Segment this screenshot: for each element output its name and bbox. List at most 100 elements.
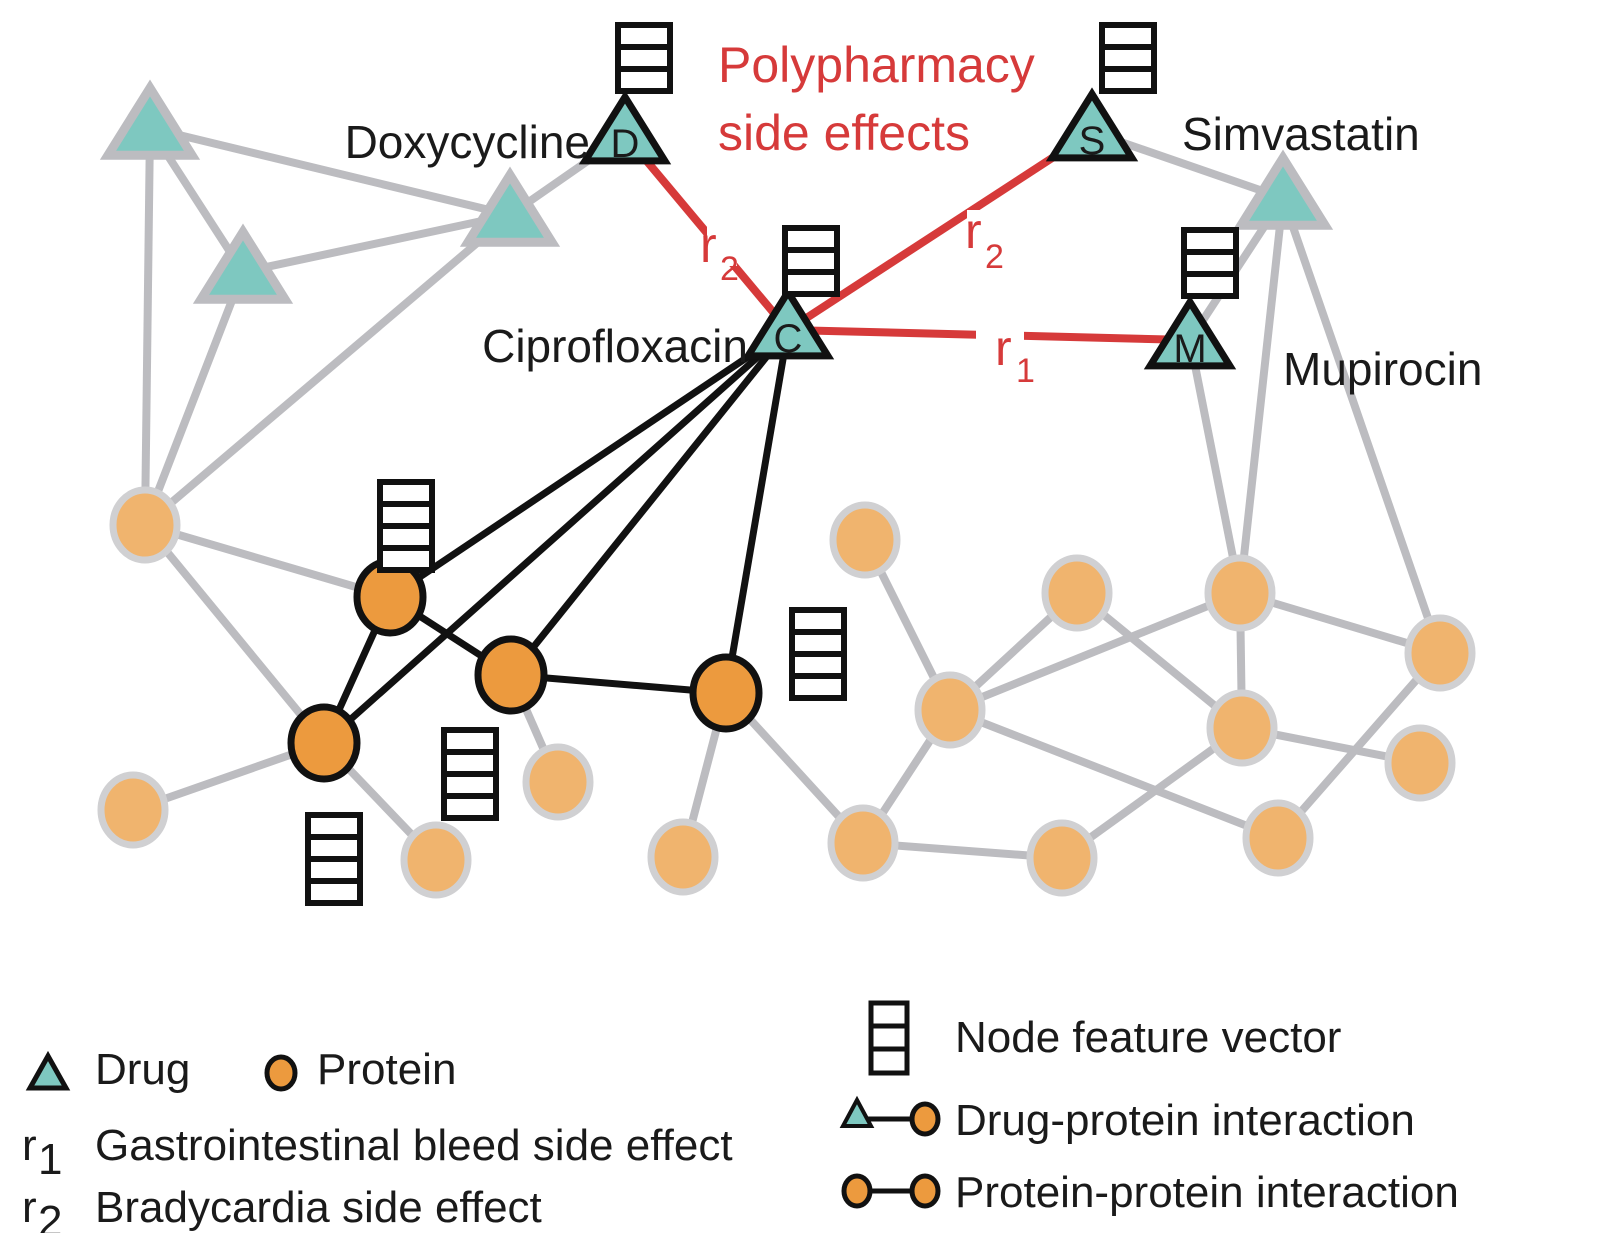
feature-vector-protein (789, 607, 847, 701)
svg-text:r: r (22, 1121, 37, 1170)
feature-vectors (305, 22, 1239, 906)
protein-node-faded (1384, 724, 1456, 802)
drug-triangle-icon (1143, 295, 1237, 370)
edge-faded (141, 127, 154, 526)
drug-triangle-icon (741, 285, 835, 360)
protein-node-faded (829, 501, 901, 579)
nodes: D S C M (97, 79, 1476, 899)
feature-vector-simvastatin (1099, 22, 1157, 94)
drug-protein-edge-icon (839, 1095, 941, 1137)
drug-label-mupirocin: Mupirocin (1283, 343, 1482, 395)
drug-node-faded (192, 223, 294, 304)
drug-node-faded (459, 166, 561, 247)
edge-label-r2-sc: r 2 (965, 203, 1004, 276)
svg-text:2: 2 (720, 250, 739, 288)
edge-faded (1236, 197, 1287, 594)
legend-drug-protein: Drug-protein interaction (839, 1095, 1415, 1145)
feature-vector-icon (868, 1000, 910, 1076)
drug-node-doxycycline: D (578, 90, 672, 166)
edge-label-background (967, 210, 1001, 250)
svg-text:Gastrointestinal bleed side ef: Gastrointestinal bleed side effect (95, 1121, 733, 1170)
protein-node-active (287, 703, 361, 783)
svg-text:Protein: Protein (317, 1045, 456, 1094)
node-labels: Doxycycline Simvastatin Ciprofloxacin Mu… (345, 37, 1483, 395)
drug-letter: S (1079, 119, 1106, 163)
drug-triangle-icon (578, 90, 672, 165)
feature-vector-doxycycline (615, 22, 673, 94)
svg-text:Drug-protein interaction: Drug-protein interaction (955, 1096, 1415, 1145)
protein-node-active (474, 635, 548, 715)
drug-node-faded (1232, 149, 1334, 230)
svg-text:r: r (700, 217, 717, 273)
protein-node-faded (1041, 554, 1113, 632)
edge-faded (141, 270, 247, 527)
svg-text:1: 1 (1016, 352, 1035, 390)
protein-node-active (689, 653, 763, 733)
svg-text:Drug: Drug (95, 1045, 190, 1094)
feature-vector-mupirocin (1181, 227, 1239, 299)
protein-protein-edge-icon (841, 1173, 941, 1209)
protein-node-faded (1242, 799, 1314, 877)
legend-protein: Protein (264, 1045, 456, 1094)
feature-vector-protein (305, 812, 363, 906)
side-effect-edge-r2 (621, 132, 792, 333)
svg-text:r: r (965, 203, 982, 259)
protein-node-faded (400, 821, 472, 899)
drug-protein-edge (388, 327, 790, 600)
drug-node-simvastatin: S (1045, 87, 1139, 163)
protein-node-faded (1206, 689, 1278, 767)
edge-label-r1-cm: r 1 (995, 320, 1035, 390)
drug-letter: D (611, 122, 640, 166)
edge-label-r2-dc: r 2 (700, 217, 739, 288)
edge-faded (1274, 650, 1444, 841)
drug-letter: C (774, 317, 803, 361)
svg-text:r: r (995, 320, 1012, 376)
edge-label-background (707, 224, 737, 266)
drug-node-mupirocin: M (1143, 295, 1237, 371)
edge-label-background (976, 305, 1024, 355)
edge-faded (149, 124, 511, 219)
edge-faded (948, 706, 1280, 842)
svg-text:Protein-protein interaction: Protein-protein interaction (955, 1168, 1459, 1217)
feature-vector-ciprofloxacin (782, 225, 840, 297)
drug-node-ciprofloxacin: C (741, 285, 835, 361)
edge-faded (1279, 196, 1444, 655)
svg-text:1: 1 (38, 1135, 62, 1184)
edge-faded (242, 211, 511, 276)
svg-text:2: 2 (985, 238, 1004, 276)
drug-label-doxycycline: Doxycycline (345, 116, 590, 168)
drug-icon (25, 1050, 71, 1091)
edge-faded (141, 522, 328, 746)
protein-node-faded (914, 671, 986, 749)
protein-node-faded (109, 486, 181, 564)
drug-label-ciprofloxacin: Ciprofloxacin (482, 320, 748, 372)
legend-r2: r 2 Bradycardia side effect (22, 1183, 542, 1233)
title-line-2: side effects (718, 105, 970, 161)
drug-node-faded (99, 79, 201, 160)
protein-node-faded (827, 804, 899, 882)
protein-node-faded (97, 771, 169, 849)
title-line-1: Polypharmacy (718, 37, 1035, 93)
legend-r1: r 1 Gastrointestinal bleed side effect (22, 1121, 733, 1184)
legend-protein-protein: Protein-protein interaction (841, 1168, 1459, 1217)
edge-faded (948, 589, 1242, 714)
edge-faded (1059, 724, 1245, 862)
svg-text:Node feature vector: Node feature vector (955, 1013, 1341, 1062)
legend-drug: Drug (25, 1045, 190, 1094)
protein-node-faded (1026, 819, 1098, 897)
edge-faded (1186, 339, 1244, 594)
feature-vector-protein (377, 479, 435, 573)
drug-label-simvastatin: Simvastatin (1182, 108, 1420, 160)
edge-faded (142, 211, 513, 529)
protein-icon (264, 1054, 298, 1092)
svg-text:2: 2 (38, 1197, 62, 1233)
legend: Drug Protein r 1 Gastrointestinal bleed … (22, 1000, 1459, 1233)
drug-letter: M (1173, 327, 1206, 371)
drug-protein-edge (321, 327, 791, 746)
drug-triangle-icon (1045, 87, 1139, 162)
drug-protein-edge (508, 327, 791, 678)
edge-faded (143, 521, 392, 601)
protein-node-faded (1204, 554, 1276, 632)
protein-node-faded (1404, 614, 1476, 692)
